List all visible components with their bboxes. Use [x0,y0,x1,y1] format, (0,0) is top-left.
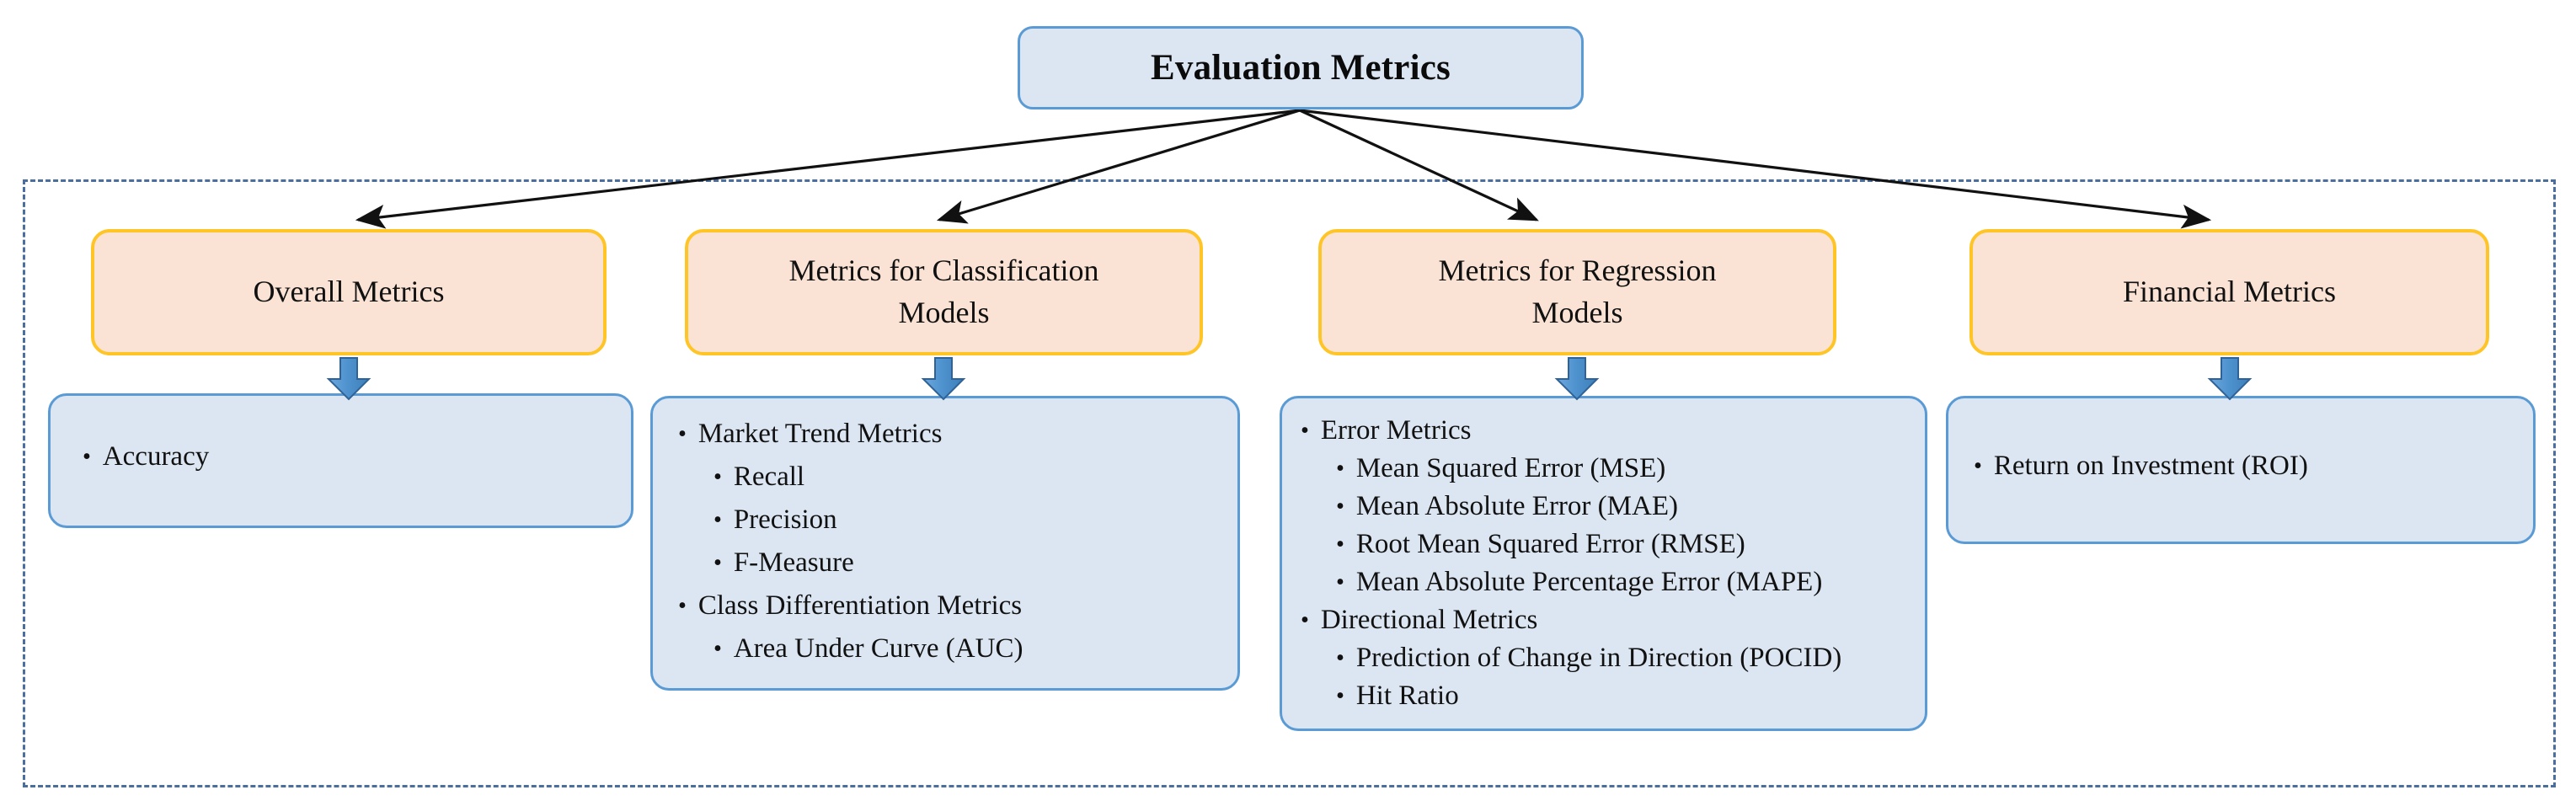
down-arrow-overall [326,357,371,401]
category-node-label: Metrics for Classification Models [788,254,1099,329]
category-node-regression-metrics[interactable]: Metrics for Regression Models [1318,229,1836,355]
detail-node-classification-metrics[interactable]: Market Trend Metrics Recall Precision F-… [650,396,1240,691]
down-arrow-regression [1554,357,1600,401]
down-arrow-financial [2207,357,2253,401]
bullet-list-classification: Market Trend Metrics Recall Precision F-… [653,398,1237,663]
root-node-evaluation-metrics[interactable]: Evaluation Metrics [1018,26,1584,109]
bullet-list-regression: Error Metrics Mean Squared Error (MSE) M… [1282,398,1925,710]
category-node-label: Metrics for Regression Models [1438,254,1717,329]
detail-node-regression-metrics[interactable]: Error Metrics Mean Squared Error (MSE) M… [1280,396,1927,731]
list-item: Area Under Curve (AUC) [713,635,1237,663]
list-item: Mean Squared Error (MSE) [1336,455,1925,483]
bullet-list-overall: Accuracy [51,396,631,471]
category-node-overall-metrics[interactable]: Overall Metrics [91,229,607,355]
list-item: Recall [713,463,1237,491]
list-item: Mean Absolute Percentage Error (MAPE) [1336,568,1925,596]
bullet-list-financial: Return on Investment (ROI) [1948,398,2533,480]
list-item: Class Differentiation Metrics [678,592,1237,620]
detail-node-overall-metrics[interactable]: Accuracy [48,393,633,528]
category-node-label: Financial Metrics [2123,275,2336,309]
list-item: Mean Absolute Error (MAE) [1336,493,1925,520]
list-item: Accuracy [83,443,631,471]
list-item: Error Metrics [1301,417,1925,445]
list-item: F-Measure [713,549,1237,577]
list-item: Return on Investment (ROI) [1974,452,2533,480]
list-item: Root Mean Squared Error (RMSE) [1336,531,1925,558]
list-item: Directional Metrics [1301,606,1925,634]
list-item: Prediction of Change in Direction (POCID… [1336,644,1925,672]
list-item: Market Trend Metrics [678,420,1237,448]
category-node-classification-metrics[interactable]: Metrics for Classification Models [685,229,1203,355]
list-item: Hit Ratio [1336,682,1925,710]
category-node-label: Overall Metrics [253,275,445,309]
detail-node-financial-metrics[interactable]: Return on Investment (ROI) [1946,396,2536,544]
list-item: Precision [713,506,1237,534]
root-node-label: Evaluation Metrics [1151,48,1451,88]
category-node-financial-metrics[interactable]: Financial Metrics [1969,229,2489,355]
down-arrow-classification [921,357,966,401]
